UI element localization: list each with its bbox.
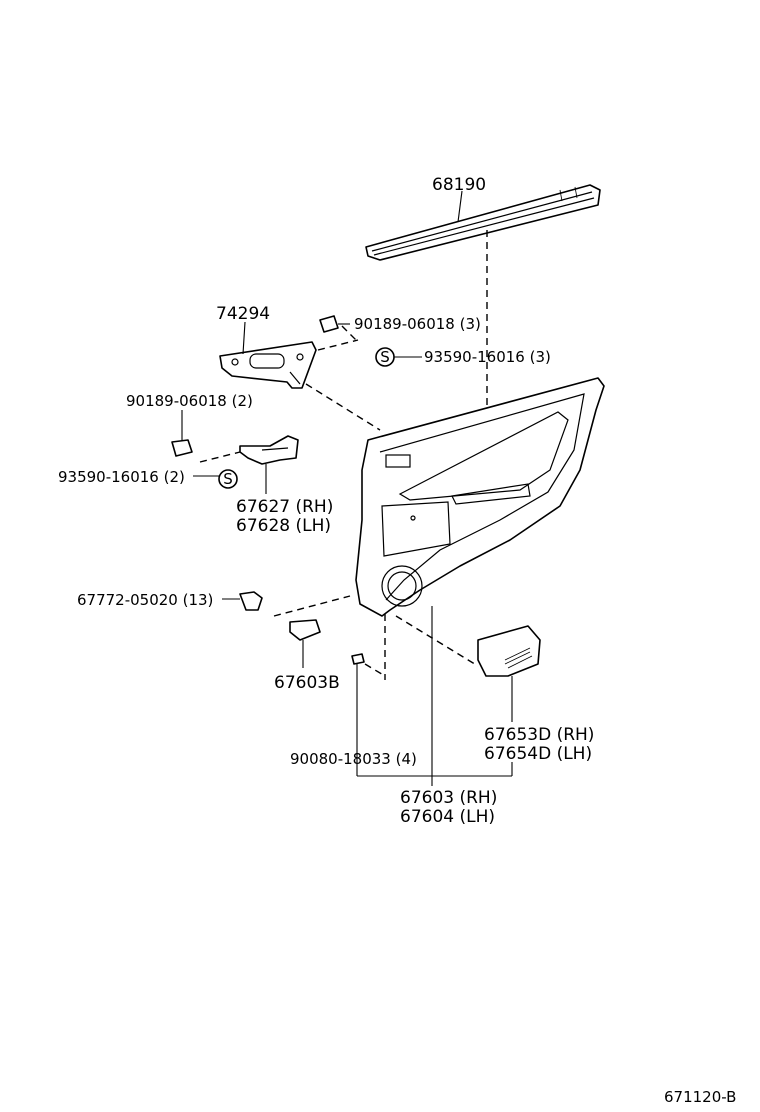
leader-68190 [457, 190, 463, 223]
label-cover-lh: 67654D (LH) [484, 744, 592, 764]
screw-symbol-left: S [193, 469, 238, 489]
clip-upper [319, 315, 350, 333]
label-panel-lh: 67604 (LH) [400, 807, 495, 827]
screw-symbol-upper-text: S [380, 348, 390, 366]
moulding-68190 [365, 184, 601, 261]
leader-74294 [242, 321, 246, 355]
handle-67627 [239, 435, 299, 494]
label-handle-lh: 67628 (LH) [236, 516, 331, 536]
assembly-lines [199, 230, 488, 680]
label-clip-left: 90189-06018 (2) [126, 392, 253, 410]
door-panel-67603 [355, 377, 605, 617]
label-cover-rh: 67653D (RH) [484, 725, 594, 745]
label-handle-rh: 67627 (RH) [236, 497, 333, 517]
label-clip-upper: 90189-06018 (3) [354, 315, 481, 333]
screw-symbol-left-text: S [223, 470, 233, 488]
label-nut: 90080-18033 (4) [290, 750, 417, 768]
label-68190: 68190 [432, 175, 486, 195]
bracket-74294 [219, 341, 317, 389]
nut-90080 [351, 653, 365, 776]
label-panel-rh: 67603 (RH) [400, 788, 497, 808]
diagram-code: 671120-B [664, 1088, 736, 1106]
label-clip-13: 67772-05020 (13) [77, 591, 213, 609]
clip-67772 [222, 591, 263, 611]
part-67603b [289, 619, 321, 668]
label-74294: 74294 [216, 304, 270, 324]
speaker-cover-67653d [477, 625, 541, 722]
label-67603b: 67603B [274, 673, 340, 693]
label-screw-upper: 93590-16016 (3) [424, 348, 551, 366]
clip-left [171, 410, 193, 457]
label-screw-left: 93590-16016 (2) [58, 468, 185, 486]
panel-leaders [357, 606, 513, 786]
screw-symbol-upper: S [375, 347, 422, 367]
